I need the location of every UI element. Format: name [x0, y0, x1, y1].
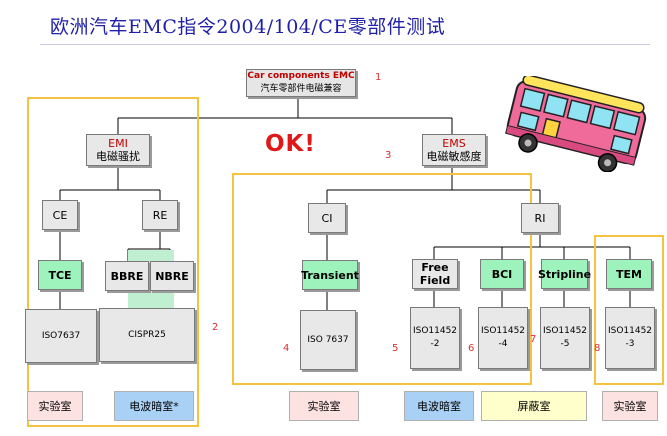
- root-label-en: Car components EMC: [247, 71, 355, 81]
- iso11452-3-label: ISO11452 -3: [607, 326, 653, 349]
- ems-node: EMS 电磁敏感度: [422, 134, 486, 166]
- tem-node: TEM: [606, 259, 652, 289]
- root-node: Car components EMC 汽车零部件电磁兼容: [246, 69, 356, 97]
- emi-node: EMI 电磁骚扰: [86, 134, 150, 166]
- stripline-node: Stripline: [538, 259, 591, 289]
- iso11452-4-label: ISO11452 -4: [480, 326, 526, 349]
- frame-ci-ri: [232, 173, 532, 385]
- iso11452-2-standard: ISO11452 -2: [410, 307, 460, 369]
- iso7637-standard-b: ISO 7637: [300, 310, 356, 370]
- facility-lab-2: 实验室: [289, 391, 359, 421]
- transient-node: Transient: [301, 260, 359, 290]
- root-label-cn: 汽车零部件电磁兼容: [260, 84, 342, 94]
- bbre-node: BBRE: [105, 261, 149, 291]
- step-number-2: 2: [212, 322, 219, 333]
- facility-shielded: 屏蔽室: [481, 391, 587, 421]
- cispr25-standard: CISPR25: [99, 308, 195, 362]
- step-number-7: 7: [530, 334, 537, 345]
- ce-node: CE: [42, 200, 78, 230]
- iso11452-2-label: ISO11452 -2: [412, 326, 458, 349]
- step-number-6: 6: [468, 343, 475, 354]
- page-title: 欧洲汽车EMC指令2004/104/CE零部件测试: [50, 16, 446, 38]
- ci-node: CI: [308, 203, 346, 233]
- bci-node: BCI: [480, 259, 524, 289]
- title-divider: [40, 44, 650, 45]
- re-node: RE: [142, 200, 178, 230]
- frame-emi: [27, 97, 199, 427]
- step-number-1: 1: [375, 72, 382, 83]
- iso11452-3-standard: ISO11452 -3: [605, 307, 655, 369]
- facility-lab-1: 实验室: [27, 391, 83, 421]
- frame-tem: [594, 235, 664, 385]
- ok-label: OK!: [265, 131, 316, 157]
- step-number-8: 8: [594, 343, 601, 354]
- iso7637-standard-a: ISO7637: [25, 309, 97, 363]
- iso11452-4-standard: ISO11452 -4: [478, 307, 528, 369]
- step-number-5: 5: [392, 343, 399, 354]
- emi-label-en: EMI: [108, 137, 128, 150]
- ri-node: RI: [521, 203, 559, 233]
- tce-node: TCE: [38, 260, 82, 290]
- emi-label-cn: 电磁骚扰: [96, 150, 140, 163]
- facility-anechoic-1: 电波暗室*: [114, 391, 194, 421]
- iso11452-5-label: ISO11452 -5: [542, 326, 588, 349]
- bus-icon: [505, 76, 647, 172]
- step-number-4: 4: [283, 343, 290, 354]
- nbre-node: NBRE: [150, 261, 194, 291]
- ems-label-en: EMS: [442, 137, 466, 150]
- iso11452-5-standard: ISO11452 -5: [540, 307, 590, 369]
- free-field-label: Free Field: [419, 261, 451, 287]
- ems-label-cn: 电磁敏感度: [426, 150, 482, 163]
- facility-lab-3: 实验室: [602, 391, 658, 421]
- facility-anechoic-2: 电波暗室: [404, 391, 474, 421]
- step-number-3: 3: [385, 150, 392, 161]
- free-field-node: Free Field: [412, 259, 458, 289]
